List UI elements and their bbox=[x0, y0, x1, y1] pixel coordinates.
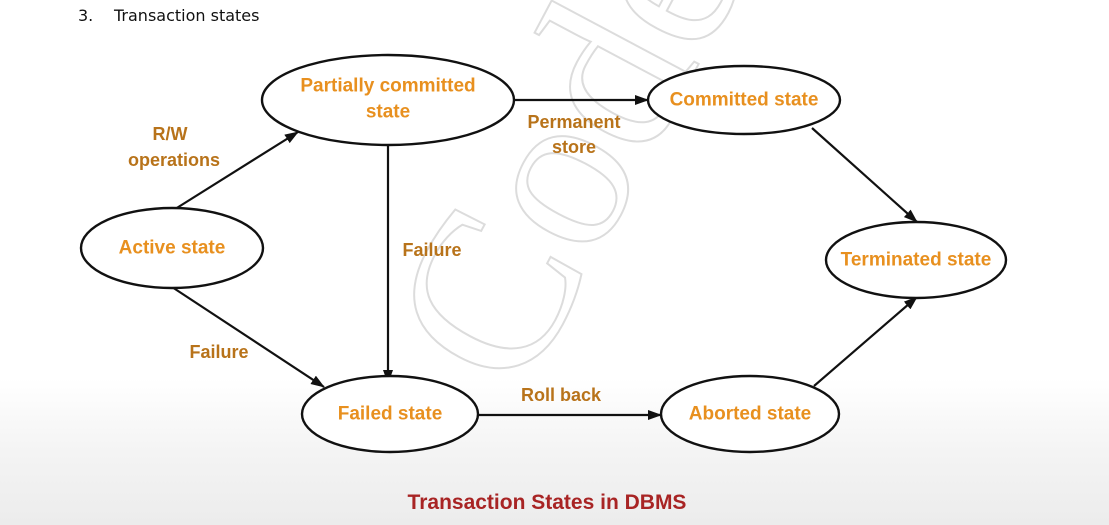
state-ellipse bbox=[659, 374, 841, 454]
state-label: Active state bbox=[119, 238, 226, 259]
edge-labels: R/W operations Permanent store Failure F… bbox=[128, 112, 621, 405]
state-label-line-2: state bbox=[366, 102, 410, 123]
section-number: 3. bbox=[78, 6, 94, 25]
state-ellipse bbox=[260, 53, 516, 147]
edge-label-failure-vertical: Failure bbox=[402, 240, 461, 260]
edge-committed-to-terminated bbox=[811, 127, 918, 223]
state-ellipse bbox=[300, 374, 480, 454]
diagram-edges bbox=[171, 95, 918, 420]
edge-label-failure-diagonal: Failure bbox=[189, 342, 248, 362]
edge-aborted-to-terminated bbox=[813, 296, 918, 387]
edge-active-to-failed bbox=[171, 286, 325, 388]
section-title: Transaction states bbox=[114, 6, 260, 25]
state-ellipse bbox=[646, 64, 842, 136]
edge-label-permanent-store-line-1: Permanent bbox=[527, 112, 620, 132]
section-heading: 3. Transaction states bbox=[78, 6, 259, 25]
state-aborted: Aborted state bbox=[659, 374, 841, 454]
edge-label-roll-back: Roll back bbox=[521, 385, 602, 405]
edge-active-to-partially-committed bbox=[171, 131, 299, 212]
edge-label-rw-operations-line-2: operations bbox=[128, 150, 220, 170]
state-terminated: Terminated state bbox=[824, 220, 1008, 300]
edge-label-rw-operations-line-1: R/W bbox=[153, 124, 188, 144]
state-committed: Committed state bbox=[646, 64, 842, 136]
state-ellipse bbox=[824, 220, 1008, 300]
state-label: Committed state bbox=[670, 90, 819, 111]
edge-label-permanent-store-line-2: store bbox=[552, 137, 596, 157]
state-label: Failed state bbox=[338, 404, 443, 425]
state-partially-committed: Partially committed state bbox=[260, 53, 516, 147]
state-label-line-1: Partially committed bbox=[300, 76, 475, 97]
state-label: Terminated state bbox=[841, 250, 992, 271]
state-active: Active state bbox=[79, 206, 265, 290]
state-failed: Failed state bbox=[300, 374, 480, 454]
state-ellipse bbox=[79, 206, 265, 290]
state-label: Aborted state bbox=[689, 404, 811, 425]
diagram-caption: Transaction States in DBMS bbox=[407, 491, 687, 514]
